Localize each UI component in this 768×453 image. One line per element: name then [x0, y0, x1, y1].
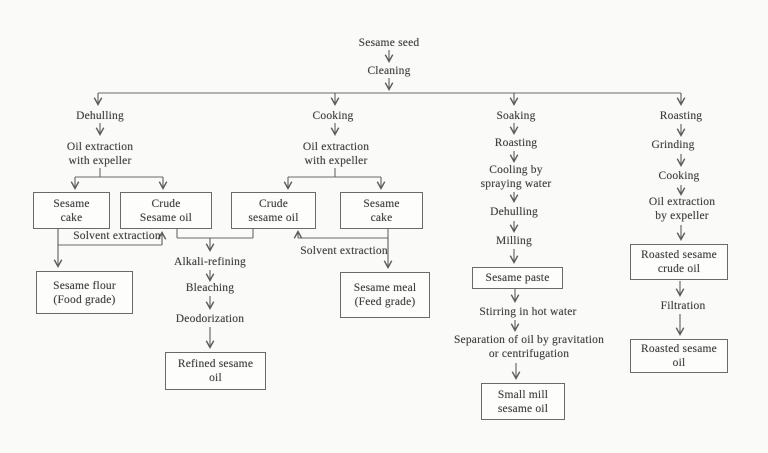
node-oil-extraction-expeller-1: Oil extraction with expeller	[66, 141, 134, 167]
node-cooking-4: Cooking	[658, 170, 700, 182]
box-crude-sesame-oil-1: Crude Sesame oil	[120, 192, 212, 229]
node-oil-extraction-expeller-2: Oil extraction with expeller	[302, 141, 370, 167]
box-crude-sesame-oil-1-label: Crude Sesame oil	[139, 197, 193, 224]
box-sesame-paste-label: Sesame paste	[485, 272, 550, 284]
box-roasted-sesame-oil: Roasted sesame oil	[630, 339, 728, 373]
node-dehulling-3: Dehulling	[490, 206, 538, 218]
node-filtration: Filtration	[660, 300, 706, 312]
node-deodorization: Deodorization	[175, 313, 245, 325]
box-roasted-sesame-oil-label: Roasted sesame oil	[641, 343, 717, 369]
node-roasting-4: Roasting	[659, 110, 703, 122]
box-roasted-sesame-crude-oil: Roasted sesame crude oil	[630, 244, 728, 280]
box-sesame-flour: Sesame flour (Food grade)	[36, 271, 133, 314]
box-refined-sesame-oil: Refined sesame oil	[165, 352, 266, 390]
node-solvent-extraction-2: Solvent extraction	[300, 245, 388, 257]
box-sesame-cake-1: Sesame cake	[33, 192, 110, 229]
box-sesame-paste: Sesame paste	[472, 267, 563, 289]
box-sesame-cake-2-label: Sesame cake	[363, 197, 400, 224]
node-grinding: Grinding	[651, 139, 695, 151]
box-crude-sesame-oil-2-label: Crude sesame oil	[248, 197, 299, 224]
connector-arrows	[53, 50, 686, 380]
node-separation-gravitation: Separation of oil by gravitation or cent…	[453, 334, 605, 360]
node-oil-extraction-expeller-4: Oil extraction by expeller	[648, 196, 716, 222]
node-bleaching: Bleaching	[185, 282, 235, 294]
node-cooking-2: Cooking	[312, 110, 354, 122]
box-sesame-cake-1-label: Sesame cake	[53, 197, 90, 224]
box-small-mill-sesame-oil-label: Small mill sesame oil	[497, 388, 549, 415]
node-stirring-hot-water: Stirring in hot water	[479, 306, 577, 318]
box-refined-sesame-oil-label: Refined sesame oil	[177, 358, 254, 384]
node-soaking: Soaking	[496, 110, 536, 122]
node-cleaning: Cleaning	[367, 65, 411, 77]
connector-lines	[58, 92, 681, 246]
node-sesame-seed: Sesame seed	[358, 37, 420, 49]
node-cooling-spraying-water: Cooling by spraying water	[480, 164, 552, 190]
node-alkali-refining: Alkali-refining	[174, 256, 246, 268]
node-milling: Milling	[496, 235, 532, 247]
box-sesame-flour-label: Sesame flour (Food grade)	[53, 279, 116, 306]
box-sesame-cake-2: Sesame cake	[340, 192, 423, 229]
box-crude-sesame-oil-2: Crude sesame oil	[231, 192, 316, 229]
node-solvent-extraction-1: Solvent extraction	[73, 230, 161, 242]
box-roasted-sesame-crude-oil-label: Roasted sesame crude oil	[641, 249, 717, 275]
box-small-mill-sesame-oil: Small mill sesame oil	[481, 383, 565, 420]
node-dehulling-1: Dehulling	[76, 110, 124, 122]
box-sesame-meal: Sesame meal (Feed grade)	[340, 272, 430, 318]
node-roasting-3: Roasting	[494, 137, 538, 149]
box-sesame-meal-label: Sesame meal (Feed grade)	[353, 282, 417, 308]
